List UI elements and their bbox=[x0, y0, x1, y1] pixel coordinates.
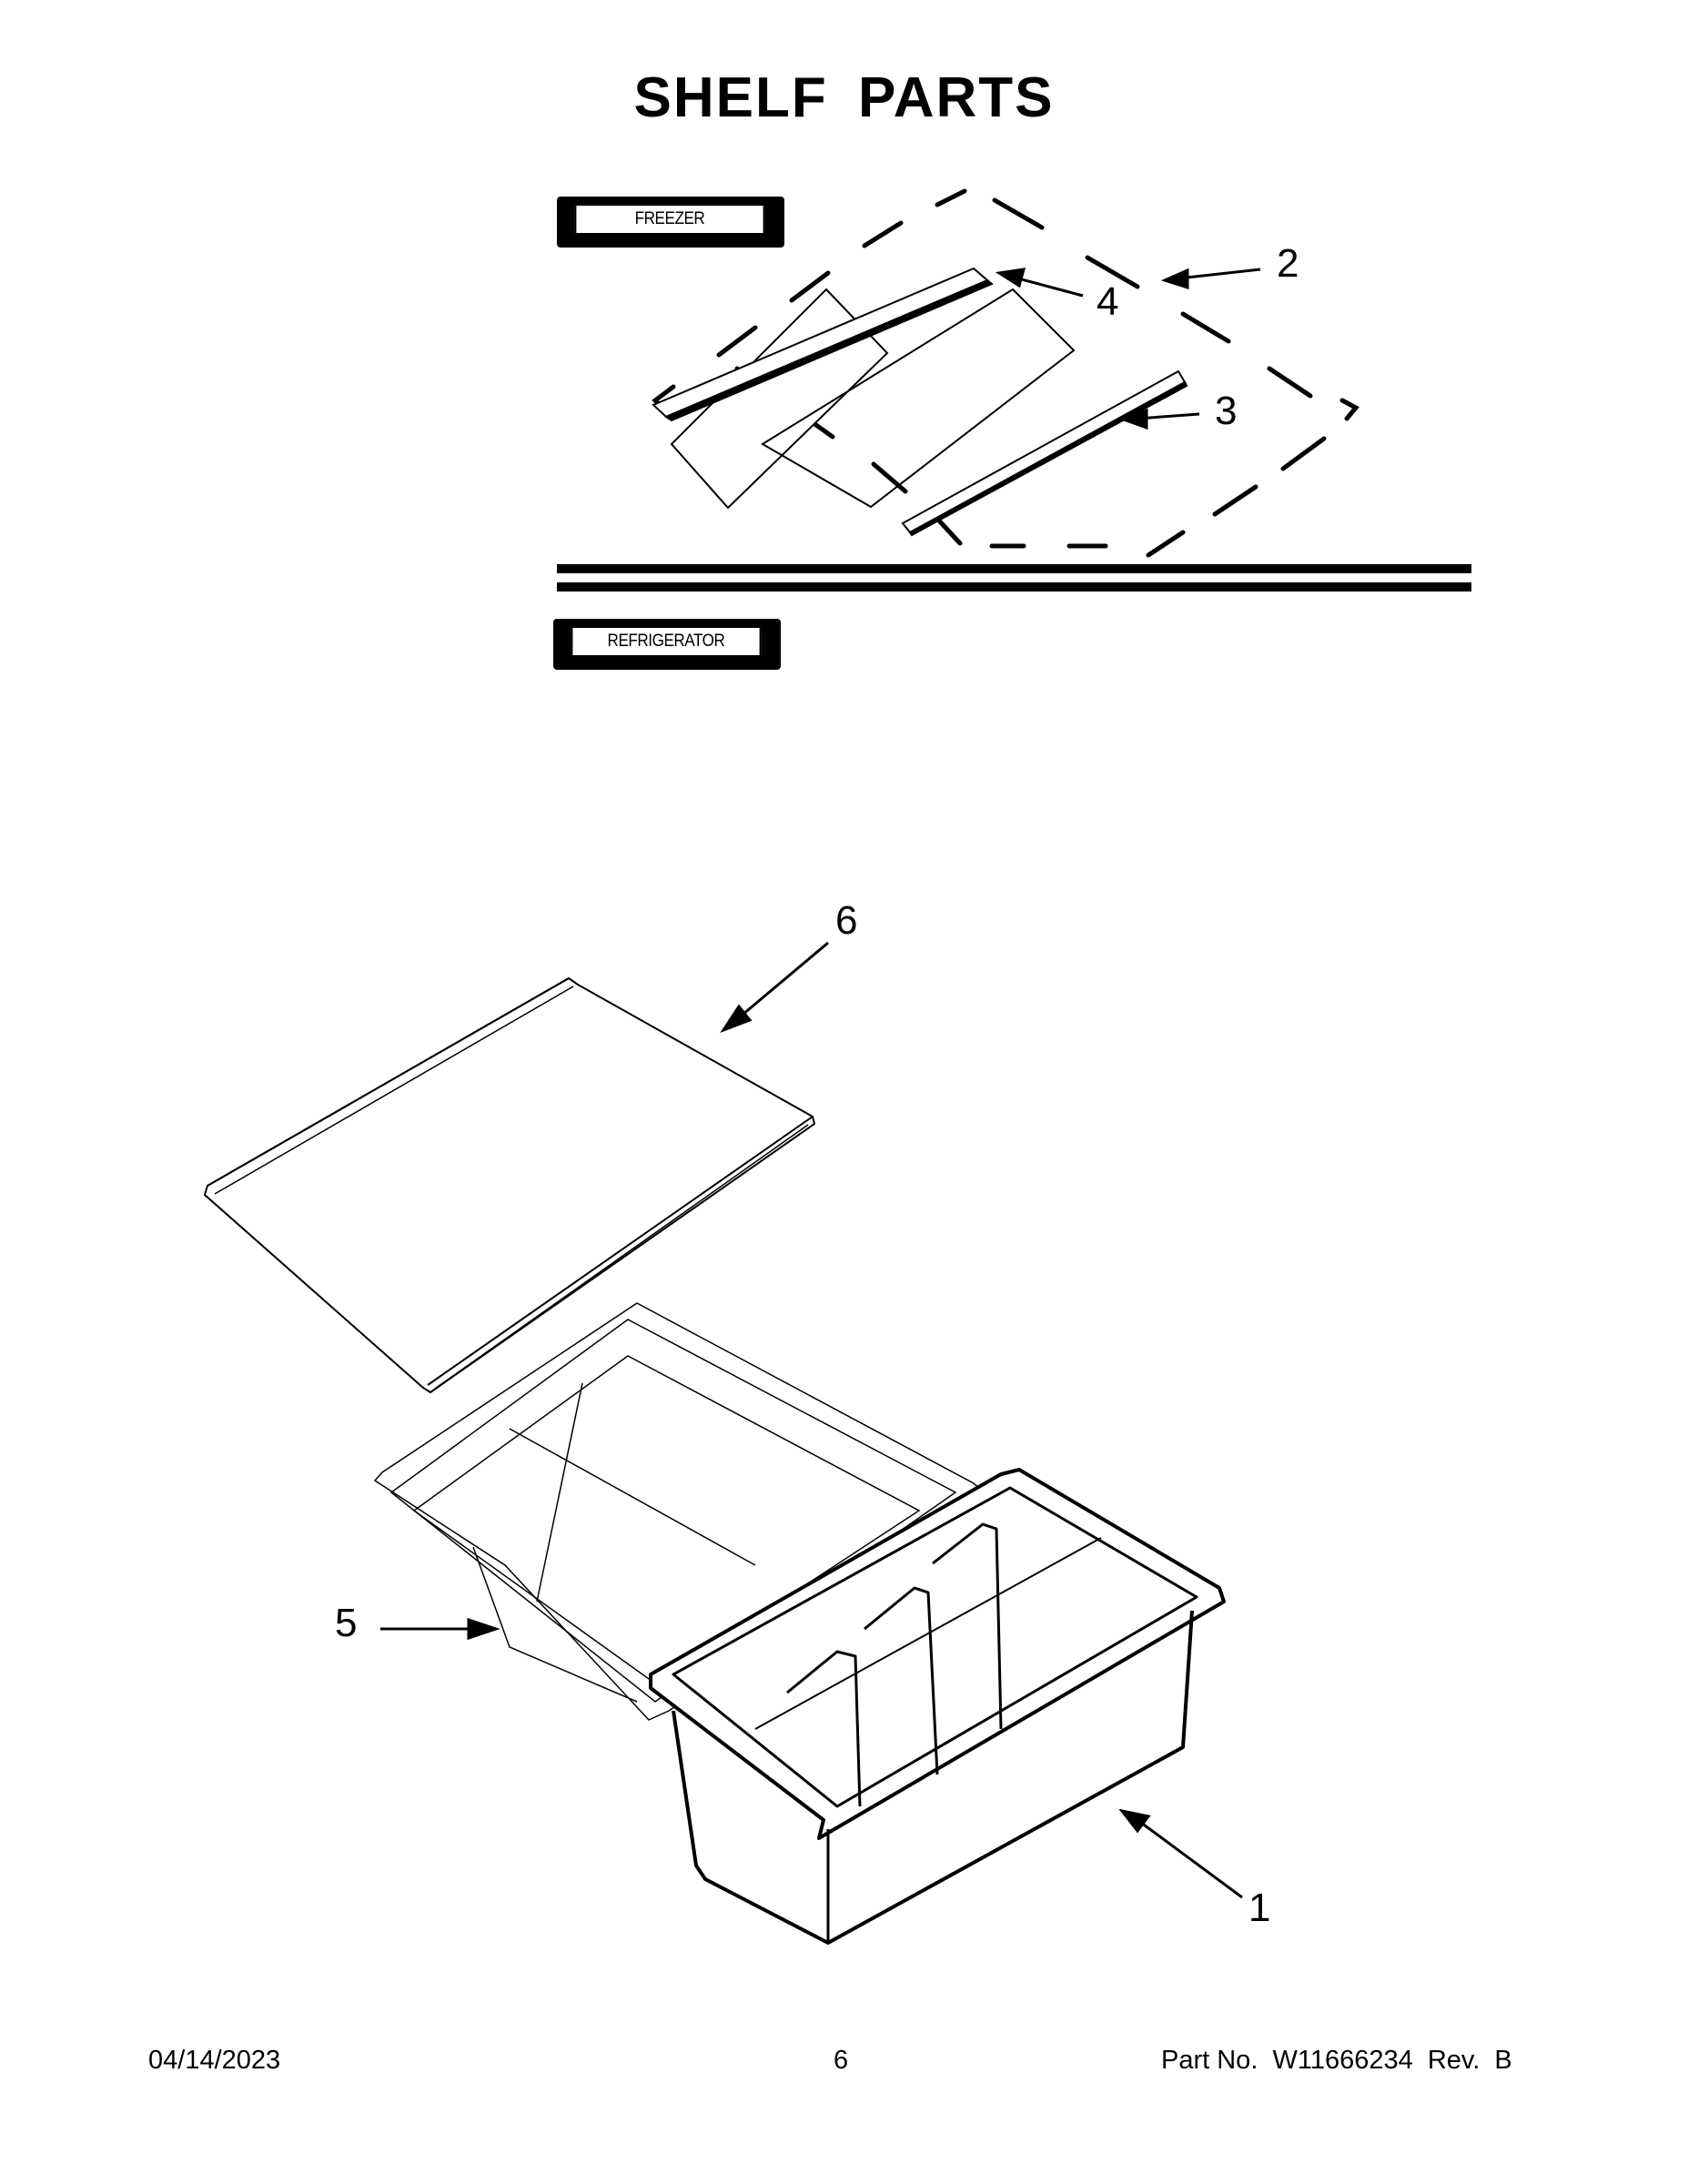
refrigerator-section-label: REFRIGERATOR bbox=[553, 619, 781, 670]
callout-6: 6 bbox=[835, 898, 858, 943]
footer-part-number: Part No. W11666234 Rev. B bbox=[1161, 2046, 1512, 2075]
freezer-shelf-assembly-outline bbox=[652, 188, 1359, 558]
footer-page-number: 6 bbox=[834, 2046, 849, 2075]
refrigerator-glass-shelf bbox=[203, 976, 816, 1394]
callout-3: 3 bbox=[1215, 389, 1238, 433]
section-divider bbox=[557, 564, 1471, 592]
refrigerator-label-text: REFRIGERATOR bbox=[571, 626, 762, 657]
callout-1: 1 bbox=[1248, 1886, 1271, 1930]
freezer-label-text: FREEZER bbox=[574, 204, 765, 235]
callout-4: 4 bbox=[1097, 279, 1119, 324]
callout-arrows-refrigerator bbox=[380, 941, 1243, 1899]
freezer-front-trim bbox=[901, 369, 1188, 537]
footer-date: 04/14/2023 bbox=[148, 2046, 281, 2075]
callout-arrows-freezer bbox=[995, 268, 1261, 430]
callout-5: 5 bbox=[335, 1601, 358, 1645]
callout-2: 2 bbox=[1277, 241, 1299, 286]
crisper-drawer-bin bbox=[649, 1468, 1226, 1945]
freezer-rear-trim bbox=[652, 267, 994, 422]
freezer-section-label: FREEZER bbox=[557, 197, 784, 248]
page-title: SHELF PARTS bbox=[633, 66, 1055, 129]
